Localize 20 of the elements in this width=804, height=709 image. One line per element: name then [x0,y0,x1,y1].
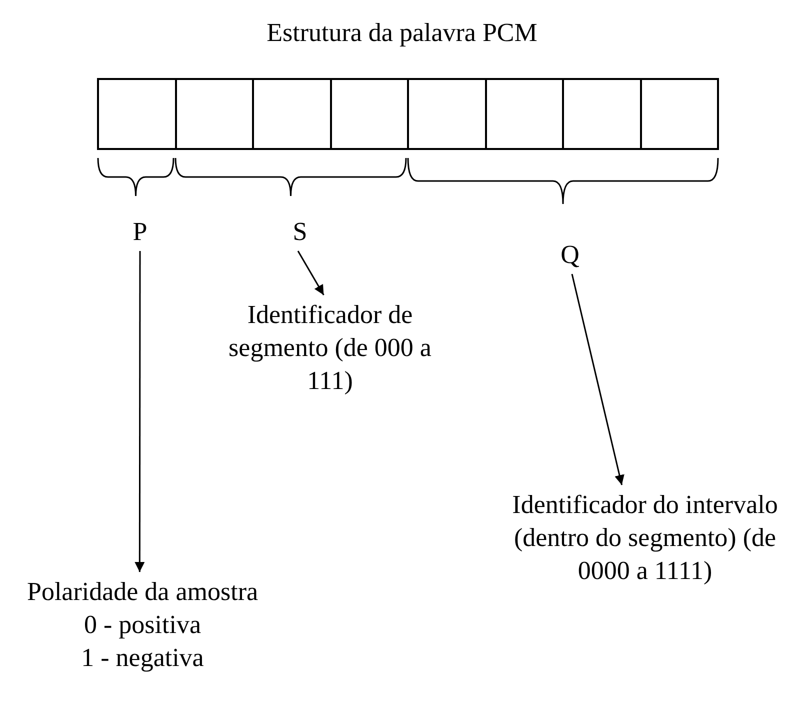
bit-cell [97,78,176,150]
bit-cell [640,78,719,150]
bit-cell [484,78,564,150]
description-heading: Polaridade da amostra [26,576,260,608]
bit-cell [562,78,642,150]
bit-cell [407,78,486,150]
bit-cell [252,78,332,150]
description-text: 0 - positiva [83,609,202,641]
diagram-title: Estrutura da palavra PCM [266,18,538,48]
field-letter: Q [550,238,590,271]
arrow [134,251,145,572]
description-text: Identificador de segmento (de 000 a 111) [225,298,435,397]
arrow [571,274,624,486]
bit-cell [174,78,254,150]
description-text: Identificador do intervalo (dentro do segmento) (de 0000 a 1111) [500,488,790,587]
description-text: 1 - negativa [80,642,205,674]
bit-cell [330,78,409,150]
field-letter: S [280,215,320,248]
arrow [297,250,324,296]
field-letter: P [120,215,160,248]
